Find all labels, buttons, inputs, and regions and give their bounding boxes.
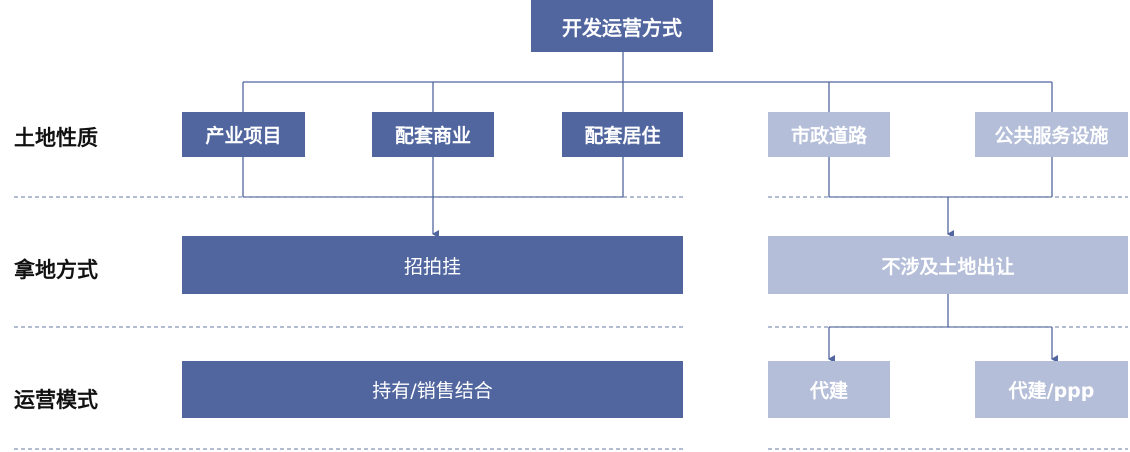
box-agent-construction: 代建 (768, 361, 890, 418)
row-label-operation: 运营模式 (14, 388, 98, 412)
box-label: 招拍挂 (403, 255, 461, 278)
box-label: 代建/ppp (1008, 380, 1095, 402)
box-label: 产业项目 (205, 125, 282, 147)
diagram-title-box: 开发运营方式 (531, 0, 713, 52)
box-supporting-residential: 配套居住 (562, 112, 683, 157)
box-label: 配套居住 (584, 125, 661, 147)
box-label: 配套商业 (394, 125, 471, 147)
row-dividers (14, 196, 1128, 450)
box-no-land-transfer: 不涉及土地出让 (768, 236, 1128, 294)
box-municipal-roads: 市政道路 (768, 112, 890, 157)
box-agent-construction-ppp: 代建/ppp (975, 361, 1128, 418)
box-hold-sale-combined: 持有/销售结合 (182, 361, 683, 418)
box-supporting-commerce: 配套商业 (372, 112, 494, 157)
row-label-land-nature: 土地性质 (14, 126, 98, 150)
box-public-facilities: 公共服务设施 (975, 112, 1128, 157)
box-acquisition-auction: 招拍挂 (182, 236, 683, 294)
row-label-acquisition: 拿地方式 (14, 258, 98, 282)
box-label: 公共服务设施 (994, 125, 1109, 147)
box-industrial-project: 产业项目 (182, 112, 305, 157)
box-label: 市政道路 (790, 125, 867, 147)
diagram-title: 开发运营方式 (562, 15, 682, 40)
box-label: 代建 (809, 380, 848, 402)
box-label: 持有/销售结合 (372, 380, 493, 402)
box-label: 不涉及土地出让 (881, 255, 1015, 278)
